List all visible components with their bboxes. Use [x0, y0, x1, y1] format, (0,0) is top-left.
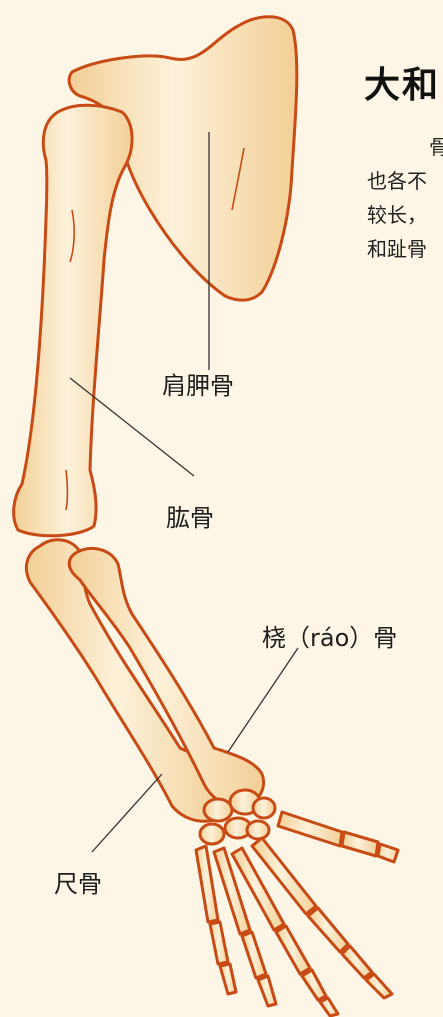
ring-phalanx-2	[258, 976, 276, 1006]
ulna-label: 尺骨	[54, 870, 102, 898]
index-phalanx-2	[342, 946, 372, 978]
page-title: 大和	[364, 64, 440, 108]
humerus-label: 肱骨	[166, 504, 214, 532]
little-phalanx-2	[220, 964, 236, 994]
middle-phalanx-3	[320, 998, 338, 1016]
carpal-bone-4	[200, 824, 224, 844]
intro-line: 和趾骨	[367, 232, 443, 266]
intro-text: 骨 也各不 较长， 和趾骨	[367, 130, 443, 266]
intro-line: 也各不	[367, 164, 443, 198]
scapula-label: 肩胛骨	[162, 372, 234, 400]
ring-phalanx-1	[242, 932, 266, 978]
index-phalanx-3	[366, 974, 392, 998]
humerus-bone	[14, 105, 132, 536]
little-phalanx-1	[210, 922, 228, 964]
ulna-bone	[26, 540, 229, 821]
radius-leader-line	[228, 648, 298, 752]
middle-phalanx-1	[276, 926, 310, 974]
carpal-bone-6	[247, 821, 269, 839]
index-phalanx-1	[308, 908, 348, 952]
ulna-leader-line	[92, 774, 162, 852]
thumb-metacarpal	[278, 812, 342, 846]
radius-label: 桡（ráo）骨	[262, 624, 397, 652]
intro-line: 较长，	[367, 198, 443, 232]
carpal-bone-1	[204, 799, 232, 821]
thumb-phalanx-2	[378, 844, 398, 862]
intro-line: 骨	[367, 130, 443, 164]
thumb-phalanx-1	[342, 832, 378, 856]
carpal-bone-3	[253, 798, 275, 818]
middle-phalanx-2	[302, 970, 326, 1000]
